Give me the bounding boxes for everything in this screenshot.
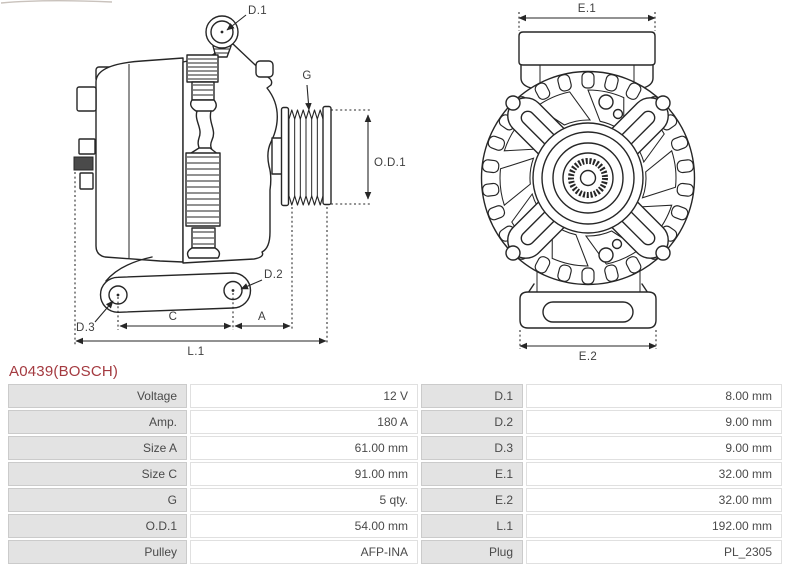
terminal-lug	[79, 172, 94, 190]
pulley-flange-left	[280, 106, 290, 207]
spec-label-cell: Size A	[8, 436, 187, 460]
label-d3: D.3	[76, 322, 95, 334]
label-e2: E.2	[579, 351, 597, 362]
spec-label-cell: D.3	[421, 436, 523, 460]
spec-value-cell: 9.00 mm	[526, 436, 782, 460]
splined-ring	[568, 158, 608, 198]
housing-hole	[611, 238, 623, 250]
spec-value-cell: AFP-INA	[190, 540, 418, 564]
spec-label-cell: O.D.1	[8, 514, 187, 538]
spec-label-cell: E.1	[421, 462, 523, 486]
spec-label-cell: Amp.	[8, 410, 187, 434]
label-l1: L.1	[187, 346, 204, 358]
spec-label-cell: Voltage	[8, 384, 187, 408]
housing-hole	[598, 247, 614, 263]
cooling-ribs	[187, 48, 229, 245]
label-g: G	[302, 70, 311, 82]
cropped-logo-edge	[0, 0, 113, 4]
spec-value-cell: 180 A	[190, 410, 418, 434]
spec-label-cell: Size C	[8, 462, 187, 486]
spec-label-cell: D.1	[421, 384, 523, 408]
spec-label-cell: D.2	[421, 410, 523, 434]
arm-bolt-hole	[655, 245, 671, 261]
housing-hole	[612, 108, 624, 120]
spec-label-cell: L.1	[421, 514, 523, 538]
side-view-drawing: D.1 D.2 D.3 G O.D.1 C A L.1	[73, 5, 406, 358]
terminal-stud	[73, 156, 94, 171]
housing-hole	[598, 94, 614, 110]
side-view-dimensions: D.1 D.2 D.3 G O.D.1 C A L.1	[74, 5, 406, 358]
shaft-bore	[579, 169, 597, 187]
spec-value-cell: 12 V	[190, 384, 418, 408]
label-c: C	[169, 311, 178, 323]
arm-bolt-hole	[505, 95, 521, 111]
spec-label-cell: Pulley	[8, 540, 187, 564]
spec-value-cell: 192.00 mm	[526, 514, 782, 538]
top-bracket	[518, 31, 656, 66]
pulley-flange-right	[322, 105, 332, 206]
hub	[532, 122, 644, 234]
label-e1: E.1	[578, 3, 596, 15]
spec-value-cell: 61.00 mm	[190, 436, 418, 460]
label-d2: D.2	[264, 269, 283, 281]
spec-value-cell: 32.00 mm	[526, 488, 782, 512]
label-d1: D.1	[248, 5, 267, 17]
spec-value-cell: 9.00 mm	[526, 410, 782, 434]
label-a: A	[258, 311, 266, 323]
front-view-drawing: E.1 E.2	[480, 3, 696, 362]
housing-tab	[255, 60, 274, 78]
spec-value-cell: 32.00 mm	[526, 462, 782, 486]
alternator-technical-drawing: D.1 D.2 D.3 G O.D.1 C A L.1	[0, 0, 696, 362]
spec-value-cell: 8.00 mm	[526, 384, 782, 408]
arm-bolt-hole	[655, 95, 671, 111]
terminal-lug	[78, 138, 96, 155]
label-od1: O.D.1	[374, 157, 406, 169]
vent-slots	[482, 71, 694, 285]
bottom-bracket-slot	[542, 301, 634, 323]
front-view-dimensions: E.1 E.2	[518, 3, 657, 362]
spec-value-cell: 5 qty.	[190, 488, 418, 512]
spec-value-cell: 54.00 mm	[190, 514, 418, 538]
spec-label-cell: Plug	[421, 540, 523, 564]
rear-housing	[95, 57, 184, 263]
arm-bolt-hole	[505, 245, 521, 261]
part-number-title: A0439(BOSCH)	[9, 363, 119, 380]
pulley-grooves	[288, 109, 324, 206]
terminal-lug	[76, 86, 97, 112]
spec-value-cell: PL_2305	[526, 540, 782, 564]
spec-value-cell: 91.00 mm	[190, 462, 418, 486]
spec-label-cell: G	[8, 488, 187, 512]
spec-label-cell: E.2	[421, 488, 523, 512]
